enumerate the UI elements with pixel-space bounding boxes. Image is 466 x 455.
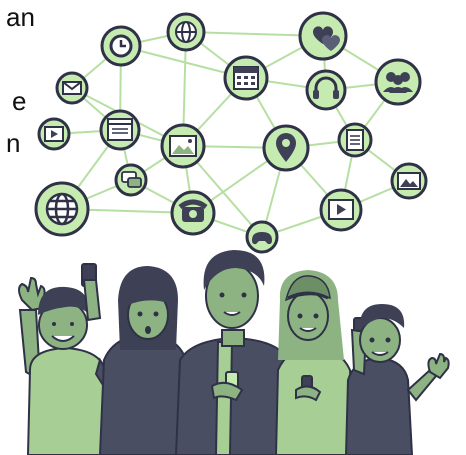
- cropped-text-fragment-1: an: [6, 2, 35, 32]
- browser-node: [99, 109, 141, 151]
- video-player-node: [319, 188, 363, 232]
- video-node: [37, 117, 71, 151]
- cropped-text-fragment-2: e: [12, 86, 27, 116]
- browser-window-icon: [107, 118, 133, 141]
- person-boy-center: [174, 250, 296, 455]
- telephone-icon: [178, 199, 208, 222]
- document-node: [337, 122, 373, 158]
- globe-icon: [175, 21, 197, 43]
- person-boy-right: [344, 304, 450, 455]
- cropped-text-fragment-3: n: [6, 128, 21, 158]
- headset-icon: [313, 76, 339, 99]
- landscape-image-icon: [397, 172, 421, 190]
- clock-icon: [109, 34, 133, 58]
- mail-node: [55, 71, 89, 105]
- people-group: [18, 250, 450, 455]
- chat-bubbles-icon: [121, 171, 142, 188]
- hearts-node: [298, 11, 348, 61]
- gamepad-icon: [252, 232, 272, 245]
- calendar-icon: [233, 66, 259, 90]
- landscape-node: [390, 162, 428, 200]
- headset-node: [305, 69, 347, 111]
- person-girl-phone-raised: [81, 263, 190, 455]
- globe-icon: [45, 192, 79, 226]
- person-girl-headband: [274, 270, 356, 455]
- person-boy-waving: [18, 276, 120, 455]
- group-node: [374, 58, 422, 106]
- telephone-node: [170, 190, 216, 236]
- mail-icon: [62, 81, 82, 95]
- video-icon: [44, 126, 64, 142]
- group-icon: [383, 72, 413, 93]
- location-pin-icon: [276, 133, 296, 162]
- hearts-icon: [313, 26, 340, 51]
- video-player-icon: [328, 199, 354, 220]
- document-icon: [346, 129, 364, 151]
- image-icon: [169, 135, 197, 157]
- chat-node: [114, 163, 148, 197]
- globe-node-top: [166, 12, 206, 52]
- gamepad-node: [245, 220, 279, 254]
- globe-node-bottom: [34, 181, 90, 237]
- calendar-node: [223, 55, 269, 101]
- image-node: [160, 123, 206, 169]
- clock-node: [100, 25, 142, 67]
- location-node: [262, 124, 310, 172]
